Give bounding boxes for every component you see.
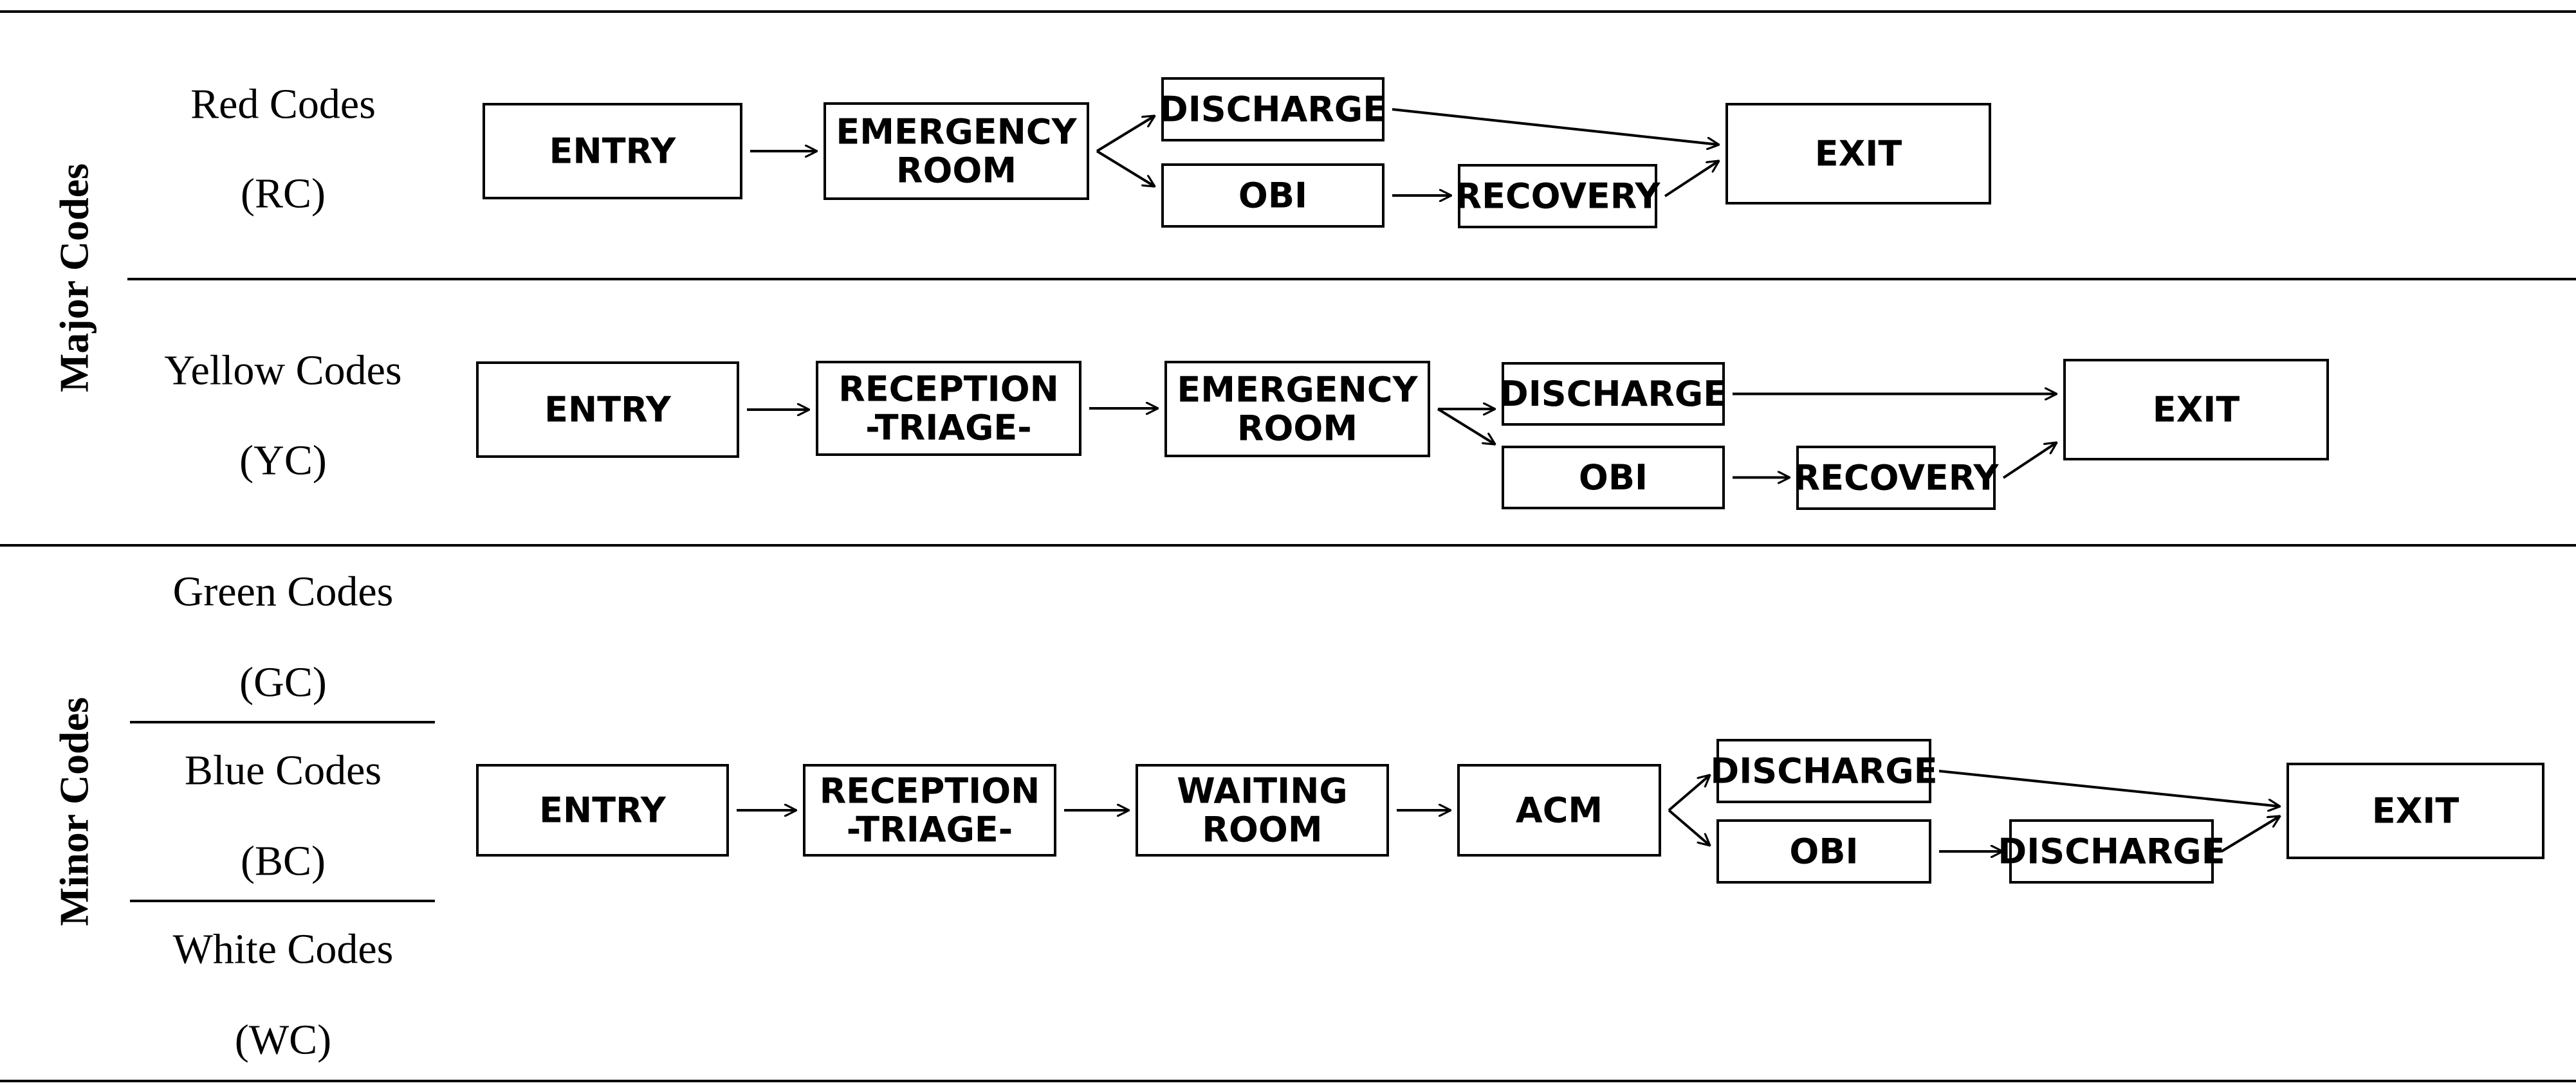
node-box	[803, 764, 1056, 857]
flow-node-yc-exit: EXIT	[2063, 359, 2329, 460]
flow-arrow	[1664, 159, 1719, 197]
node-label: ENTRY	[539, 790, 667, 831]
group-label-minor: Minor Codes	[51, 697, 97, 926]
flow-arrow	[1096, 150, 1155, 188]
code-name-green: Green Codes	[173, 568, 394, 615]
flow-arrow	[1437, 408, 1495, 446]
node-box	[823, 102, 1089, 200]
code-abbr-green: (GC)	[239, 659, 327, 706]
node-box	[483, 103, 742, 199]
node-label: DISCHARGE	[1500, 374, 1727, 414]
flow-node-mc-exit: EXIT	[2286, 763, 2544, 859]
node-box	[1161, 77, 1385, 141]
node-box	[1457, 764, 1661, 857]
code-name-white: White Codes	[173, 926, 394, 973]
node-box	[1716, 819, 1931, 884]
code-name-yellow: Yellow Codes	[164, 347, 401, 394]
node-box	[476, 361, 739, 458]
code-abbr-yellow: (YC)	[239, 437, 327, 484]
node-label: ACM	[1516, 790, 1603, 831]
node-label: RECEPTION	[820, 771, 1040, 812]
flow-arrow	[1392, 108, 1719, 145]
node-box	[2063, 359, 2329, 460]
node-label: WAITING	[1177, 771, 1347, 812]
node-box	[1136, 764, 1389, 857]
node-box	[1725, 103, 1991, 204]
node-label: ROOM	[896, 150, 1017, 191]
node-label: RECEPTION	[838, 369, 1059, 410]
flow-node-mc-obi: OBI	[1716, 819, 1931, 884]
code-abbr-red: (RC)	[241, 170, 326, 217]
flow-node-rc-recovery: RECOVERY	[1455, 164, 1661, 228]
node-box	[1458, 164, 1657, 228]
node-box	[1796, 446, 1996, 510]
node-label: EMERGENCY	[1177, 370, 1418, 410]
code-name-red: Red Codes	[190, 81, 376, 128]
flow-node-mc-discharge2: DISCHARGE	[1998, 819, 2225, 884]
node-label: -TRIAGE-	[847, 810, 1013, 850]
node-label: -TRIAGE-	[865, 408, 1031, 448]
node-label: EXIT	[2153, 390, 2240, 430]
node-label: ROOM	[1237, 408, 1357, 449]
node-label: DISCHARGE	[1998, 831, 2225, 872]
node-label: EXIT	[1815, 134, 1902, 174]
node-box	[1161, 163, 1385, 228]
flow-arrow	[1668, 809, 1710, 846]
flow-node-yc-obi: OBI	[1502, 446, 1725, 509]
flow-node-mc-reception: RECEPTION-TRIAGE-	[803, 764, 1056, 857]
node-label: DISCHARGE	[1710, 751, 1937, 792]
node-label: DISCHARGE	[1159, 89, 1386, 130]
node-box	[2286, 763, 2544, 859]
node-label: OBI	[1579, 457, 1648, 498]
flow-node-yc-recovery: RECOVERY	[1794, 446, 2000, 510]
node-label: ENTRY	[549, 131, 677, 172]
node-label: EMERGENCY	[836, 112, 1077, 152]
flow-arrow	[1938, 770, 2280, 806]
node-label: OBI	[1789, 831, 1858, 872]
node-box	[1502, 362, 1725, 426]
flow-node-rc-exit: EXIT	[1725, 103, 1991, 204]
flow-arrow	[1668, 775, 1710, 812]
flow-node-mc-discharge: DISCHARGE	[1710, 739, 1938, 803]
flow-node-rc-discharge: DISCHARGE	[1159, 77, 1386, 141]
flow-node-mc-entry: ENTRY	[476, 764, 729, 857]
flow-node-rc-obi: OBI	[1161, 163, 1385, 228]
group-label-major: Major Codes	[51, 163, 97, 392]
flow-node-yc-reception: RECEPTION-TRIAGE-	[816, 361, 1081, 456]
code-abbr-blue: (BC)	[241, 838, 326, 885]
node-label: EXIT	[2372, 791, 2460, 831]
flow-arrow	[2002, 441, 2057, 479]
node-box	[1716, 739, 1931, 803]
flow-node-mc-acm: ACM	[1457, 764, 1661, 857]
flow-arrow	[2220, 815, 2280, 853]
node-box	[2009, 819, 2214, 884]
node-box	[1502, 446, 1725, 509]
flow-node-yc-entry: ENTRY	[476, 361, 739, 458]
code-abbr-white: (WC)	[235, 1017, 331, 1064]
node-label: RECOVERY	[1794, 458, 2000, 498]
node-label: RECOVERY	[1455, 176, 1661, 217]
node-box	[1164, 361, 1430, 457]
flow-arrow	[1096, 114, 1155, 152]
node-box	[816, 361, 1081, 456]
node-label: OBI	[1238, 176, 1307, 216]
node-label: ENTRY	[544, 390, 672, 430]
code-name-blue: Blue Codes	[185, 747, 382, 794]
flow-node-yc-discharge: DISCHARGE	[1500, 362, 1727, 426]
node-label: ROOM	[1202, 810, 1322, 850]
node-box	[476, 764, 729, 857]
flow-node-rc-entry: ENTRY	[483, 103, 742, 199]
